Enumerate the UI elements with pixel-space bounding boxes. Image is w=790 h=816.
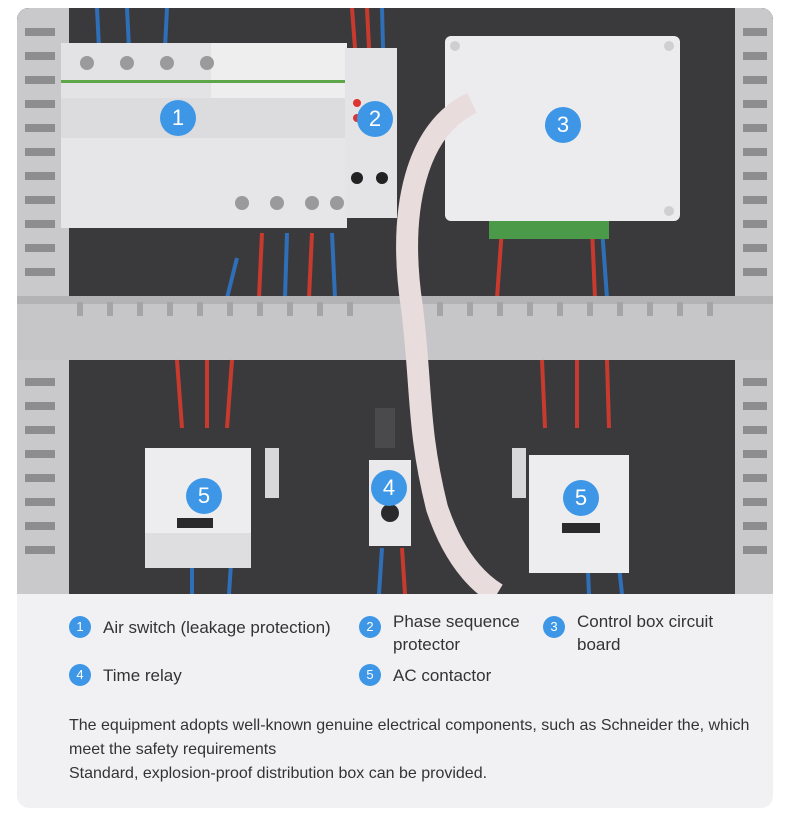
- product-card: 1 2 3 4 5 5 1 Air switch (leakage protec…: [17, 8, 773, 808]
- description: The equipment adopts well-known genuine …: [69, 714, 769, 786]
- marker-time-relay: 4: [371, 470, 407, 506]
- legend-number: 3: [543, 616, 565, 638]
- description-line-1: The equipment adopts well-known genuine …: [69, 717, 750, 758]
- legend-item-phase-protector: 2 Phase sequence protector: [359, 610, 539, 656]
- legend-label: AC contactor: [393, 666, 492, 685]
- legend-number: 4: [69, 664, 91, 686]
- legend-number: 2: [359, 616, 381, 638]
- marker-air-switch: 1: [160, 100, 196, 136]
- control-cabinet-photo: 1 2 3 4 5 5: [17, 8, 773, 594]
- legend-number: 1: [69, 616, 91, 638]
- legend-number: 5: [359, 664, 381, 686]
- legend-label: Time relay: [103, 666, 182, 685]
- marker-control-board: 3: [545, 107, 581, 143]
- legend-item-ac-contactor: 5 AC contactor: [359, 664, 609, 687]
- legend-item-time-relay: 4 Time relay: [69, 664, 319, 687]
- marker-contactor-right: 5: [563, 480, 599, 516]
- legend-label: Air switch (leakage protection): [103, 618, 331, 637]
- legend-label: Control box circuit board: [577, 612, 714, 654]
- cabinet-illustration: [17, 8, 773, 594]
- marker-phase-protector: 2: [357, 101, 393, 137]
- description-line-2: Standard, explosion-proof distribution b…: [69, 765, 488, 782]
- marker-contactor-left: 5: [186, 478, 222, 514]
- legend-label: Phase sequence protector: [393, 612, 520, 654]
- legend-item-air-switch: 1 Air switch (leakage protection): [69, 616, 369, 639]
- legend-item-control-board: 3 Control box circuit board: [543, 610, 743, 656]
